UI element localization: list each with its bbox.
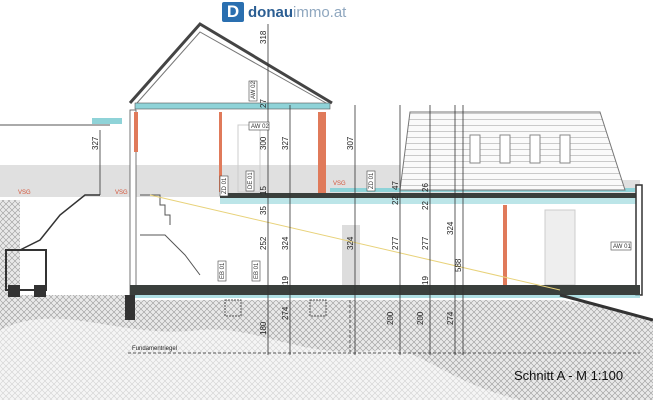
dimension-label: 588 xyxy=(454,258,463,272)
dimension-label: 180 xyxy=(259,321,268,335)
dimension-label: 274 xyxy=(281,306,290,320)
wall-tag: AW 01 xyxy=(610,241,631,251)
wall-tag: EB 01 xyxy=(251,260,261,282)
dimension-label: 22 xyxy=(391,196,400,205)
wall-section-1 xyxy=(134,112,138,152)
logo-mark: D xyxy=(222,2,244,22)
wall-tag-label: AW 02 xyxy=(251,124,269,130)
glass-label: VSG xyxy=(115,190,128,196)
dimension-label: 200 xyxy=(386,311,395,325)
wall-tag: DE 01 xyxy=(245,170,255,192)
dimension-label: 277 xyxy=(391,236,400,250)
wall-tag-label: ZD 01 xyxy=(222,177,228,194)
wall-tag-label: EB 01 xyxy=(220,262,226,279)
glass-label: VSG xyxy=(333,181,346,187)
wall-section-4 xyxy=(503,205,507,285)
logo-brand-light: immo.at xyxy=(293,3,347,21)
dimension-label: 27 xyxy=(259,99,268,108)
dimension-label: 327 xyxy=(91,136,100,150)
dimension-label: 15 xyxy=(259,186,268,195)
dimension-label: 324 xyxy=(281,236,290,250)
wall-tag-label: AW 01 xyxy=(613,244,631,250)
wall-tag: EB 01 xyxy=(217,260,227,282)
dimension-label: 277 xyxy=(421,236,430,250)
dimension-label: 19 xyxy=(421,276,430,285)
wall-tag-label: ZD 01 xyxy=(369,172,375,189)
dimension-label: 274 xyxy=(446,311,455,325)
dimension-label: 324 xyxy=(346,236,355,250)
left-retaining-wall xyxy=(5,249,47,291)
wall-section-2 xyxy=(219,112,222,192)
right-roof xyxy=(399,111,626,191)
wall-tag-label: AW 02 xyxy=(251,81,257,99)
glass-label: VSG xyxy=(18,190,31,196)
wall-section-3 xyxy=(318,112,326,194)
dimension-label: 200 xyxy=(416,311,425,325)
logo-brand-bold: donau xyxy=(248,3,293,21)
drawing-title: Schnitt A - M 1:100 xyxy=(514,368,624,383)
logo: D donauimmo.at xyxy=(222,2,346,22)
dimension-label: 47 xyxy=(391,181,400,190)
dimension-label: 307 xyxy=(346,136,355,150)
wall-tag: AW 02 xyxy=(248,121,269,131)
dimension-label: 22 xyxy=(421,201,430,210)
wall-tag: ZD 01 xyxy=(219,175,229,197)
wall-tag: ZD 01 xyxy=(366,170,376,192)
wall-tag-label: DE 01 xyxy=(248,172,254,189)
logo-text: donauimmo.at xyxy=(248,4,346,21)
dimension-label: 327 xyxy=(281,136,290,150)
dimension-label: 324 xyxy=(446,221,455,235)
dimension-label: 318 xyxy=(259,30,268,44)
gable-roof xyxy=(128,22,333,105)
ground-slab xyxy=(130,285,640,295)
dimension-label: 300 xyxy=(259,136,268,150)
terrain-wave xyxy=(0,318,520,400)
dimension-label: 252 xyxy=(259,236,268,250)
wall-tag-label: EB 01 xyxy=(254,262,260,279)
dimension-label: 35 xyxy=(259,206,268,215)
dimension-label: 26 xyxy=(421,183,430,192)
dimension-label: 19 xyxy=(281,276,290,285)
foundation-label: Fundamentriegel xyxy=(132,346,177,352)
wall-tag: AW 02 xyxy=(248,81,258,102)
